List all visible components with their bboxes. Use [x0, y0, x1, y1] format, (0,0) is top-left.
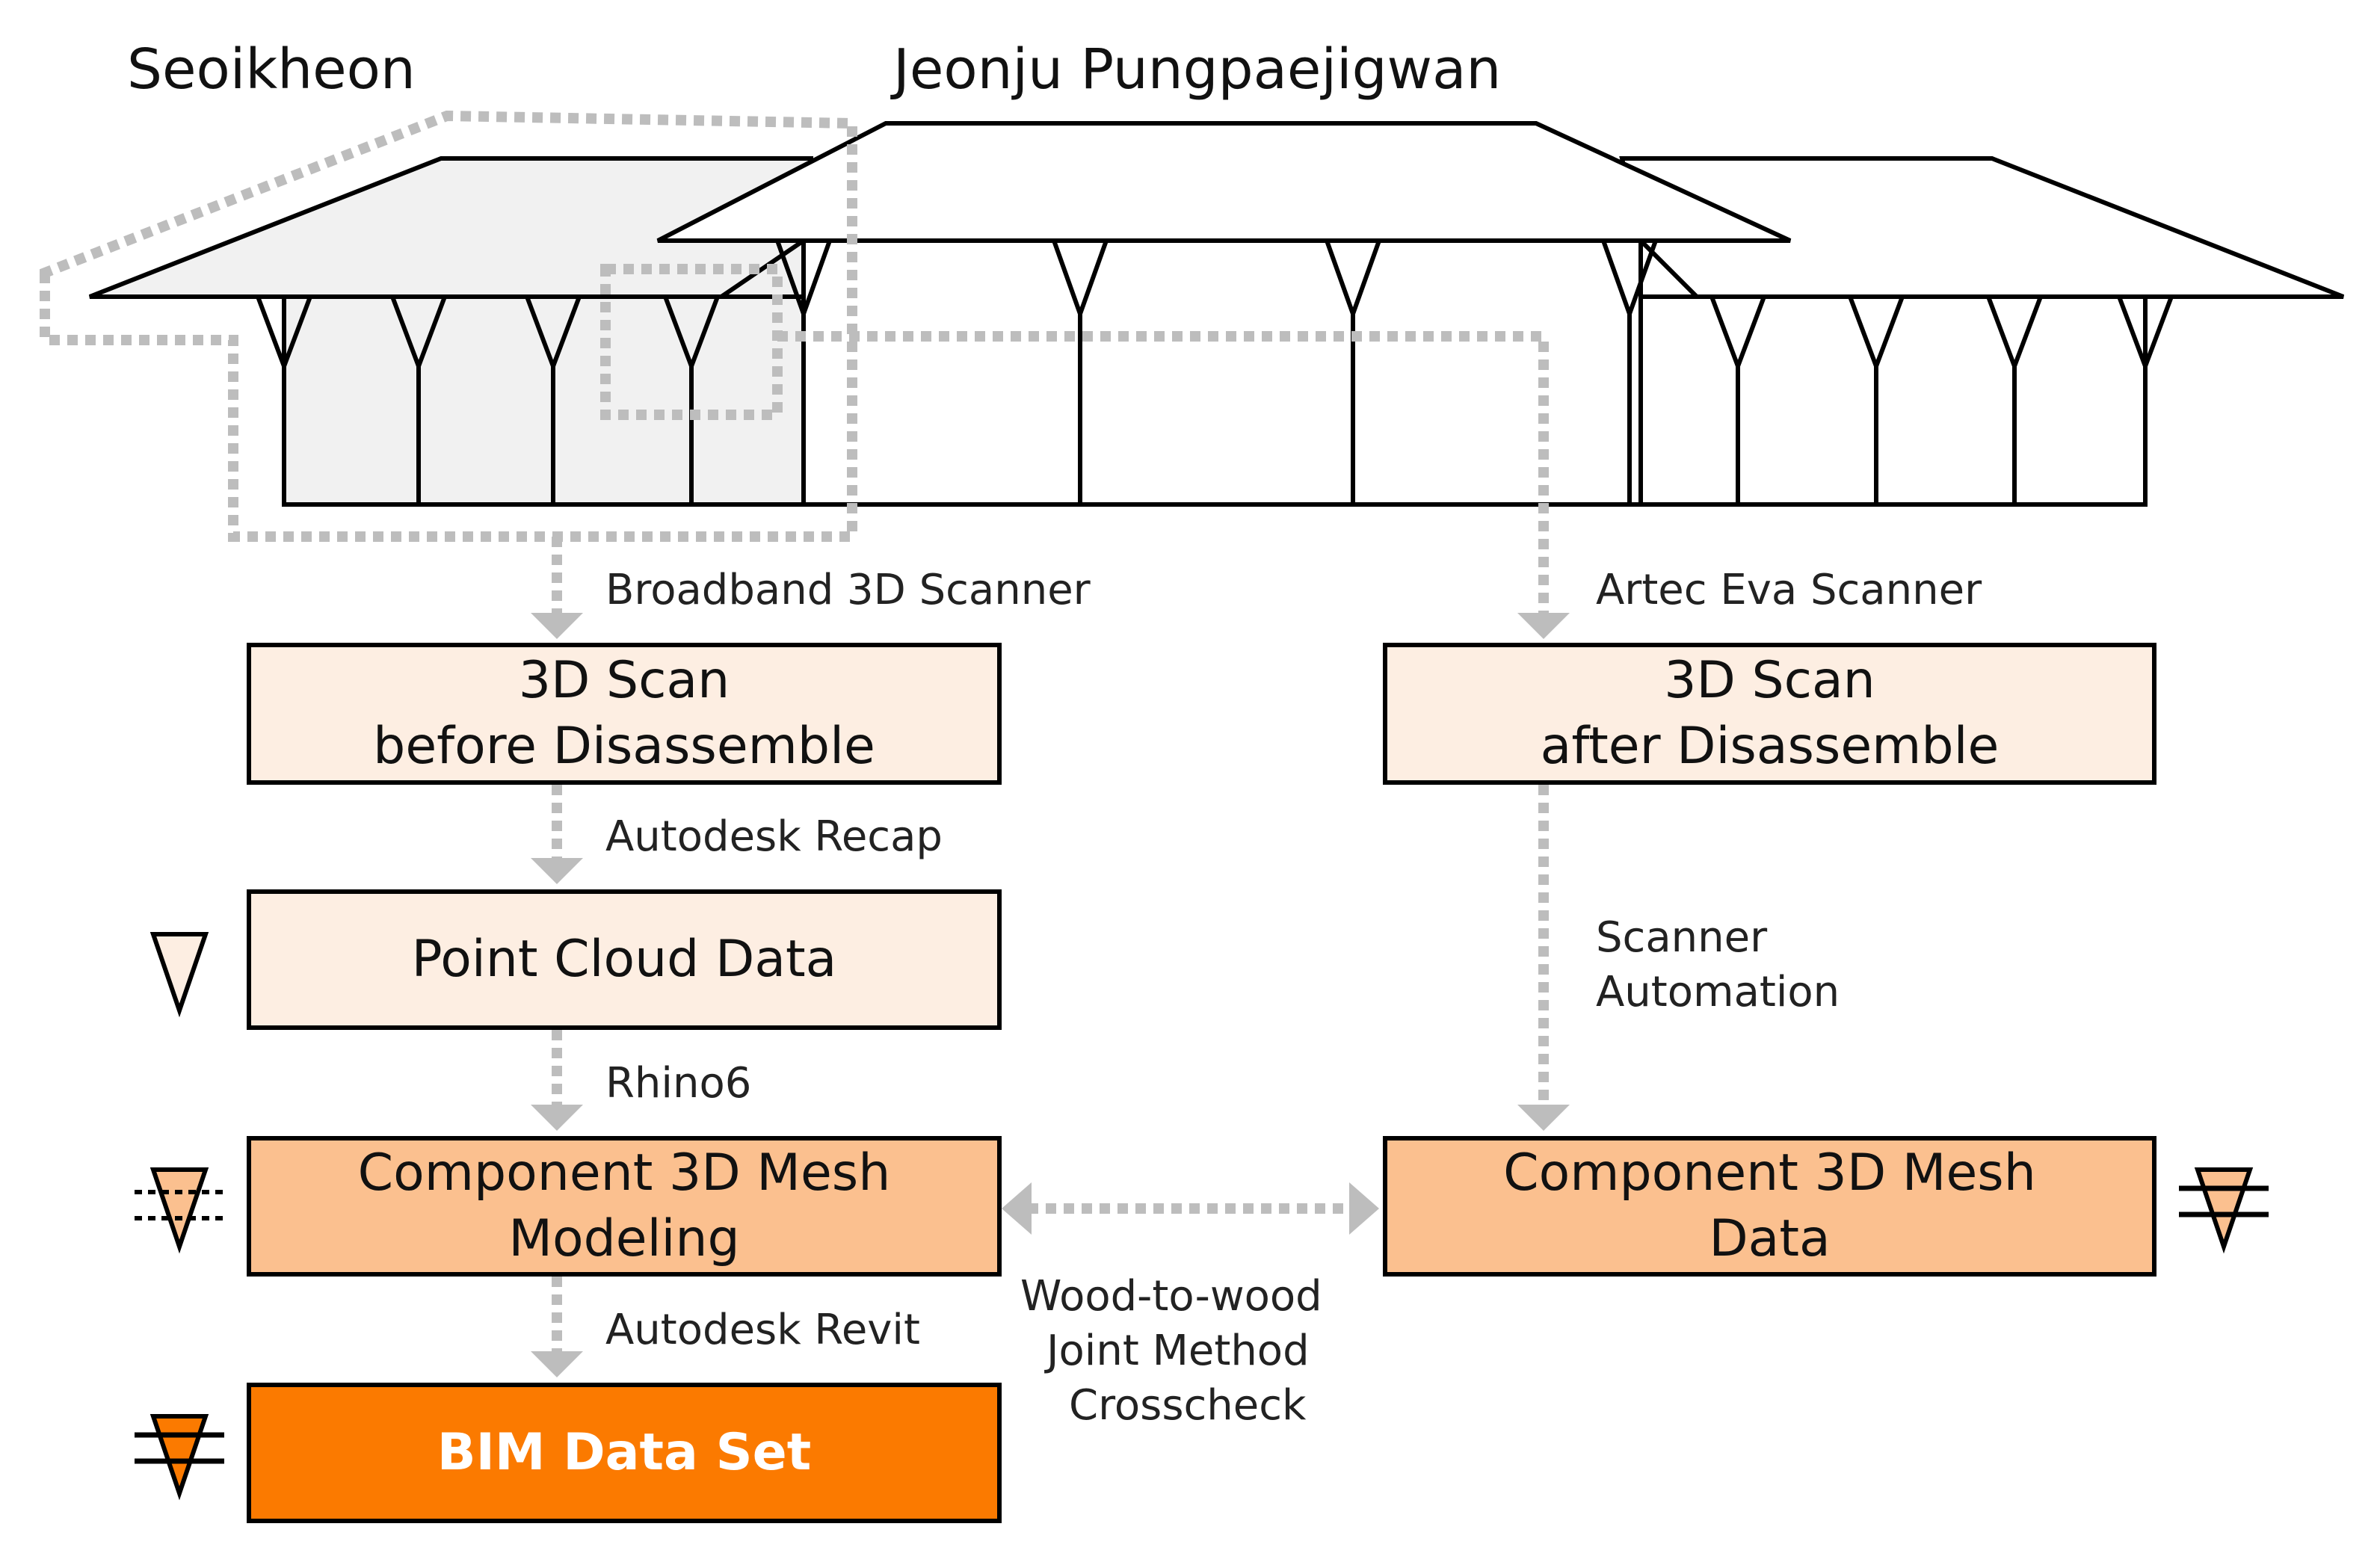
- title-pungpaejigwan: Jeonju Pungpaejigwan: [893, 37, 1502, 102]
- arrow-to-scan-after: [777, 331, 1549, 613]
- box-scan-before-line2: before Disassemble: [373, 717, 875, 776]
- pungpaejigwan-bracket-icons: [775, 239, 2174, 504]
- center-body: [801, 238, 1643, 507]
- box-mesh-data-line2: Data: [1709, 1209, 1831, 1268]
- box-bim-line1: BIM Data Set: [437, 1422, 812, 1482]
- label-broadband: Broadband 3D Scanner: [605, 566, 1091, 614]
- box-bim: BIM Data Set: [247, 1383, 1002, 1523]
- box-scan-before: 3D Scan before Disassemble: [247, 643, 1002, 785]
- box-scan-after-line1: 3D Scan: [1664, 650, 1875, 710]
- label-rhino: Rhino6: [605, 1059, 752, 1108]
- selection-outlines: [40, 110, 857, 542]
- box-point-cloud-line1: Point Cloud Data: [411, 929, 837, 989]
- label-crosscheck-1: Wood-to-wood: [1020, 1272, 1322, 1321]
- arrowheads: [531, 613, 1570, 1377]
- title-seoikheon: Seoikheon: [127, 37, 416, 102]
- bim-bracket-icon: [135, 1414, 224, 1501]
- box-mesh-data: Component 3D Mesh Data: [1383, 1136, 2156, 1277]
- label-recap: Autodesk Recap: [605, 812, 943, 861]
- point-cloud-bracket-icon: [149, 932, 209, 1018]
- label-automation-2: Automation: [1596, 968, 1840, 1016]
- label-revit: Autodesk Revit: [605, 1306, 920, 1354]
- mesh-data-bracket-icon: [2179, 1167, 2269, 1254]
- box-mesh-modeling-line2: Modeling: [508, 1209, 740, 1268]
- box-scan-before-line1: 3D Scan: [518, 650, 730, 710]
- box-scan-after: 3D Scan after Disassemble: [1383, 643, 2156, 785]
- label-automation-1: Scanner: [1596, 913, 1768, 962]
- seoikheon-bracket-icons: [256, 295, 720, 504]
- pungpaejigwan-building: [656, 121, 2345, 507]
- box-mesh-data-line1: Component 3D Mesh: [1503, 1143, 2036, 1203]
- box-point-cloud: Point Cloud Data: [247, 889, 1002, 1030]
- box-mesh-modeling: Component 3D Mesh Modeling: [247, 1136, 1002, 1277]
- box-mesh-modeling-line1: Component 3D Mesh: [357, 1143, 891, 1203]
- label-crosscheck-3: Crosscheck: [1069, 1381, 1307, 1430]
- label-crosscheck-2: Joint Method: [1046, 1327, 1310, 1375]
- mesh-modeling-bracket-icon: [135, 1167, 224, 1254]
- seoikheon-body: [282, 294, 810, 507]
- box-scan-after-line2: after Disassemble: [1540, 717, 2000, 776]
- center-roof: [656, 121, 1792, 243]
- seoikheon-building: [88, 156, 813, 507]
- connectors: [552, 331, 1549, 1351]
- label-artec: Artec Eva Scanner: [1596, 566, 1982, 614]
- small-selection-outline: [600, 264, 783, 420]
- large-selection-outline: [40, 110, 857, 542]
